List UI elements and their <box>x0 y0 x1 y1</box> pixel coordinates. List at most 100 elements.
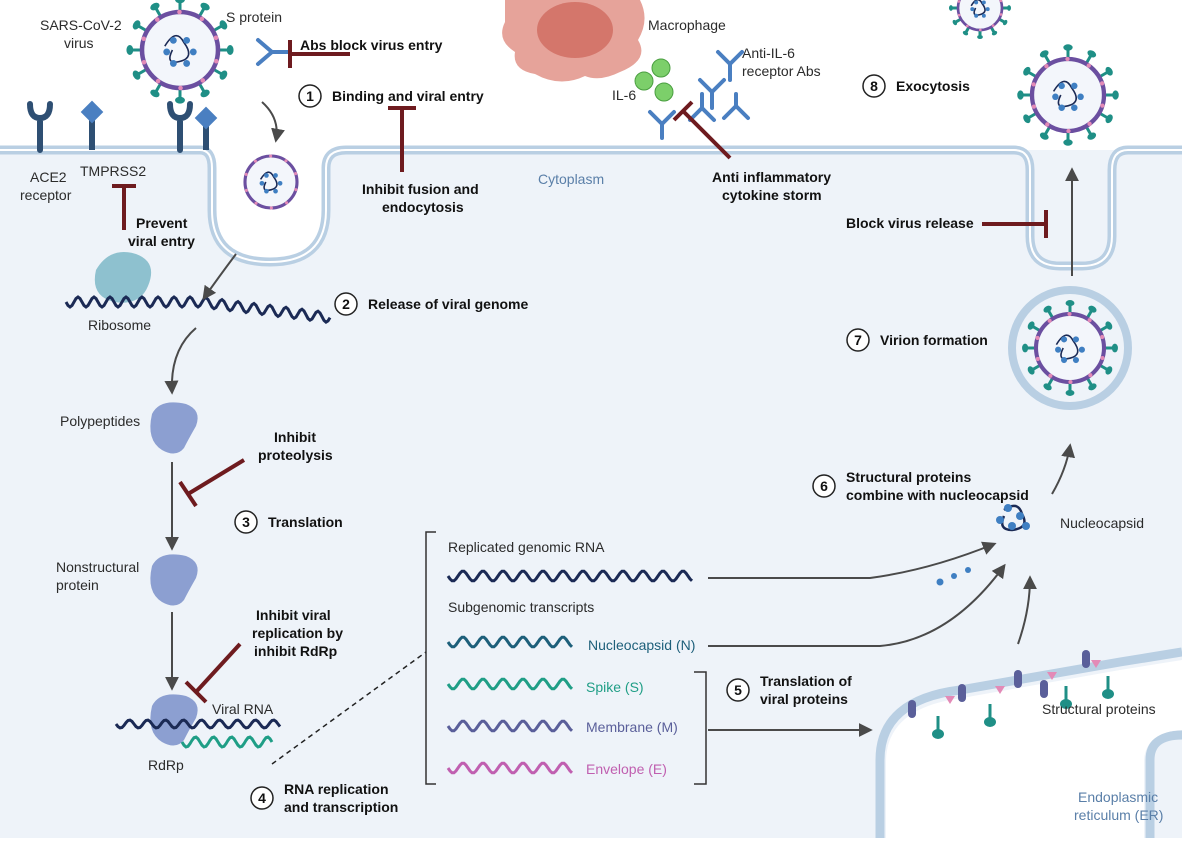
ribosome-label: Ribosome <box>88 317 151 333</box>
step-label: Translation of <box>760 673 852 689</box>
subgenomic-label: Subgenomic transcripts <box>448 599 594 615</box>
nonstructural-label: Nonstructural <box>56 559 139 575</box>
step-number: 4 <box>258 790 266 806</box>
er-label: Endoplasmic <box>1078 789 1158 805</box>
transcript-s-label: Spike (S) <box>586 679 644 695</box>
step-number: 8 <box>870 78 878 94</box>
replicated-genomic-rna-wave <box>446 569 694 583</box>
plasma-membrane-inner <box>0 149 1182 267</box>
transcript-n-label: Nucleocapsid (N) <box>588 637 695 653</box>
virus-label: virus <box>64 35 94 51</box>
step-number: 1 <box>306 88 314 104</box>
step-label: Binding and viral entry <box>332 88 484 104</box>
structural-proteins-label: Structural proteins <box>1042 701 1156 717</box>
inhibit-rdrp-label: replication by <box>252 625 343 641</box>
nonstructural-protein-icon <box>150 554 198 606</box>
step-badge <box>862 74 886 98</box>
ace2-label: receptor <box>20 187 72 203</box>
membrane-protein <box>958 684 966 702</box>
envelope-protein <box>995 686 1005 694</box>
anti-il6-label: Anti-IL-6 <box>742 45 795 61</box>
step-badge <box>298 84 322 108</box>
step-number: 5 <box>734 682 742 698</box>
er-membrane <box>875 647 1182 838</box>
abs-block-label: Abs block virus entry <box>300 37 443 53</box>
inhibition-markers <box>112 40 1048 704</box>
envelope-protein <box>1091 660 1101 668</box>
il6-sphere <box>651 58 671 78</box>
s-protein-label: S protein <box>226 9 282 25</box>
polypeptide-icon <box>150 402 198 454</box>
envelope-transcript-wave <box>446 761 574 775</box>
step-badge <box>334 292 358 316</box>
prevent-entry-label: viral entry <box>128 233 195 249</box>
anti-inflammatory-label: cytokine storm <box>722 187 822 203</box>
spike-protein-head <box>932 729 944 739</box>
envelope-protein <box>945 696 955 704</box>
anti-inflammatory-label: Anti inflammatory <box>712 169 831 185</box>
text-labels: SARS-CoV-2 virus S protein ACE2 receptor… <box>20 9 1163 823</box>
block-release-label: Block virus release <box>846 215 974 231</box>
il6-sphere <box>634 71 654 91</box>
spike-protein-head <box>1102 689 1114 699</box>
step-number: 3 <box>242 514 250 530</box>
virus-incoming <box>126 0 234 104</box>
step-number: 7 <box>854 332 862 348</box>
transcript-m-label: Membrane (M) <box>586 719 678 735</box>
protein-dot <box>936 578 944 586</box>
envelope-protein <box>1047 672 1057 680</box>
ace2-label: ACE2 <box>30 169 67 185</box>
tmprss2-label: TMPRSS2 <box>80 163 146 179</box>
process-arrows <box>164 101 1079 737</box>
rdrp-label: RdRp <box>148 757 184 773</box>
step-label: combine with nucleocapsid <box>846 487 1029 503</box>
viral-rna-strand <box>114 718 282 730</box>
dashed-connector <box>271 651 427 765</box>
il6-sphere <box>654 82 674 102</box>
inhibit-rdrp-label: inhibit RdRp <box>254 643 337 659</box>
spike-protein-head <box>1060 699 1072 709</box>
membrane-protein <box>908 700 916 718</box>
inhibit-proteolysis-label: proteolysis <box>258 447 333 463</box>
inhibit-fusion-label: Inhibit fusion and <box>362 181 479 197</box>
nucleocapsid-transcript-wave <box>446 635 574 649</box>
tmprss2-icon <box>80 100 218 150</box>
spike-protein-head <box>984 717 996 727</box>
viral-genome-rna <box>64 295 332 324</box>
il6-label: IL-6 <box>612 87 636 103</box>
membrane-protein <box>1082 650 1090 668</box>
spike-transcript-wave <box>446 677 574 691</box>
nucleocapsid-label: Nucleocapsid <box>1060 515 1144 531</box>
cytoplasm-label: Cytoplasm <box>538 171 604 187</box>
polypeptides-label: Polypeptides <box>60 413 140 429</box>
inhibit-proteolysis-label: Inhibit <box>274 429 316 445</box>
anti-il6-label: receptor Abs <box>742 63 821 79</box>
er-lumen-edge <box>1145 730 1182 838</box>
step-label: viral proteins <box>760 691 848 707</box>
step-badge <box>250 786 274 810</box>
step-badge <box>846 328 870 352</box>
nucleocapsid-icon <box>996 504 1030 532</box>
step-number: 2 <box>342 296 350 312</box>
antibody-icon <box>256 38 750 140</box>
membrane-transcript-wave <box>446 719 574 733</box>
membrane-protein <box>1040 680 1048 698</box>
virus-label: SARS-CoV-2 <box>40 17 122 33</box>
ribosome-icon <box>94 252 152 303</box>
er-lumen <box>886 660 1182 838</box>
step-label: RNA replication <box>284 781 389 797</box>
step-label: Structural proteins <box>846 469 971 485</box>
er-label: reticulum (ER) <box>1074 807 1163 823</box>
virus-layer <box>126 0 1132 410</box>
prevent-entry-label: Prevent <box>136 215 188 231</box>
virus-exocytosis <box>1017 44 1119 146</box>
ace2-receptor-icon <box>27 101 193 153</box>
structural-proteins-on-er <box>908 650 1114 739</box>
macrophage-label: Macrophage <box>648 17 726 33</box>
